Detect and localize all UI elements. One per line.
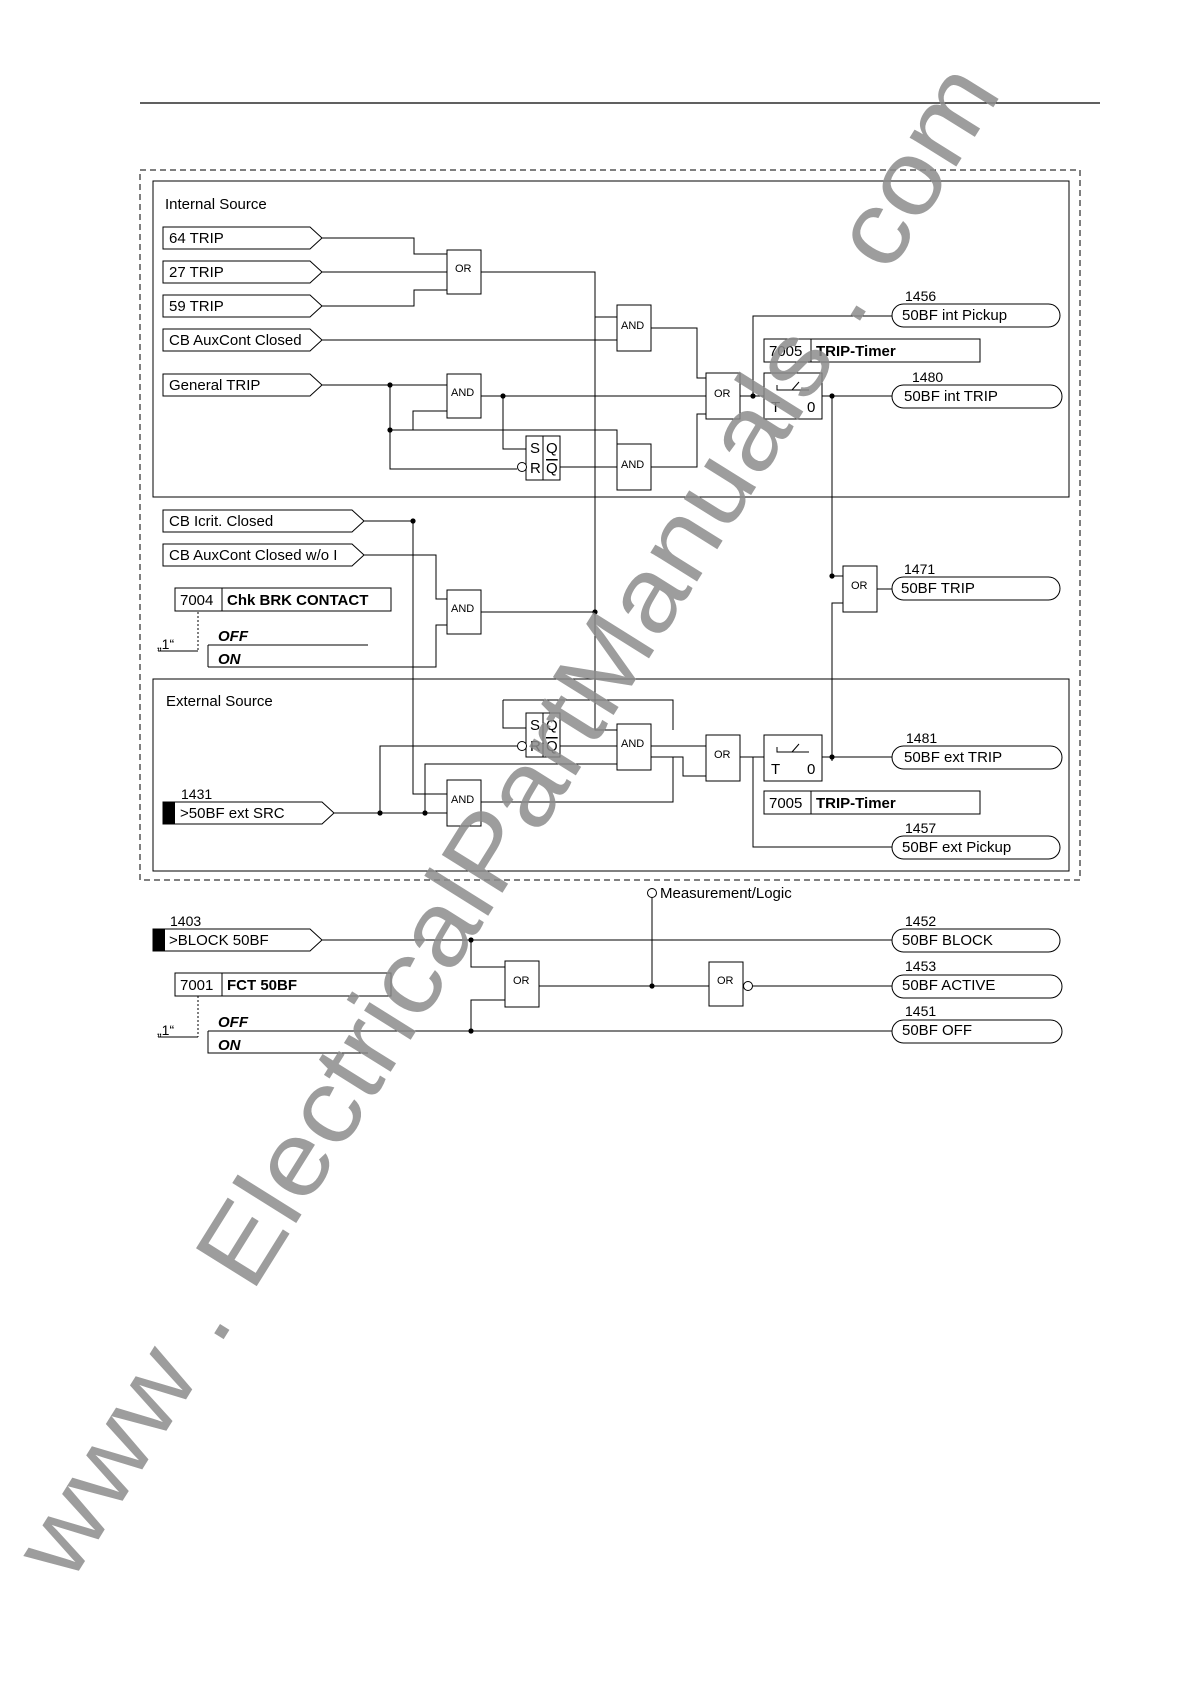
or-label-1: OR <box>455 263 472 275</box>
input-tag-cb-auxcont-wo <box>162 543 365 567</box>
function-frame <box>139 169 1081 881</box>
and-gate-external-1 <box>616 723 652 771</box>
and-label-3: AND <box>621 459 644 471</box>
external-source-box <box>152 678 1070 872</box>
ff-ext-s: S <box>530 717 540 734</box>
chk-brk-contact-setting <box>174 587 392 612</box>
or-label-meas-1: OR <box>513 975 530 987</box>
or-label-meas-2: OR <box>717 975 734 987</box>
or-gate-meas-2 <box>708 961 744 1007</box>
label-27-trip: 27 TRIP <box>169 264 224 281</box>
and-label-ext-2: AND <box>451 794 474 806</box>
input-tag-59-trip <box>162 294 323 318</box>
label-cb-auxcont: CB AuxCont Closed <box>169 332 302 349</box>
input-tag-cb-auxcont <box>162 328 323 352</box>
or-label-trip: OR <box>851 580 868 592</box>
ff-int-s: S <box>530 440 540 457</box>
ff-int-r: R <box>530 460 541 477</box>
timer-ext-num: 7005 <box>769 795 802 812</box>
timer-external <box>763 734 823 782</box>
trip-label: 50BF TRIP <box>901 580 975 597</box>
or-gate-meas-1 <box>504 960 540 1008</box>
on-2: ON <box>218 1037 242 1054</box>
ext-pickup-num: 1457 <box>905 820 936 836</box>
timer-int-t: T <box>771 399 780 416</box>
ff-int-qbar: Q <box>546 460 558 477</box>
off-out-num: 1451 <box>905 1003 936 1019</box>
label-block-num: 1403 <box>170 913 201 929</box>
off-out-label: 50BF OFF <box>902 1022 972 1039</box>
timer-setting-internal <box>763 338 981 363</box>
chk-num: 7004 <box>180 592 213 609</box>
int-pickup-label: 50BF int Pickup <box>902 307 1007 324</box>
int-trip-label: 50BF int TRIP <box>904 388 998 405</box>
external-source-title: External Source <box>166 693 273 710</box>
active-label: 50BF ACTIVE <box>902 977 995 994</box>
ext-trip-label: 50BF ext TRIP <box>904 749 1002 766</box>
const-one-2: „1“ <box>157 1022 174 1038</box>
or-label-ext: OR <box>714 749 731 761</box>
timer-ext-label: TRIP-Timer <box>816 795 896 812</box>
and-label-ext-1: AND <box>621 738 644 750</box>
timer-int-zero: 0 <box>807 399 815 416</box>
internal-source-box <box>152 180 1070 498</box>
and-gate-external-2 <box>446 779 482 827</box>
ext-pickup-label: 50BF ext Pickup <box>902 839 1011 856</box>
fct-label: FCT 50BF <box>227 977 297 994</box>
label-general-trip: General TRIP <box>169 377 260 394</box>
ff-ext-q: Q <box>546 717 558 734</box>
label-cb-icrit: CB Icrit. Closed <box>169 513 273 530</box>
label-ext-src: >50BF ext SRC <box>180 805 285 822</box>
measurement-logic-label: Measurement/Logic <box>660 885 792 902</box>
const-one-1: „1“ <box>157 636 174 652</box>
input-tag-cb-icrit <box>162 509 365 533</box>
int-trip-num: 1480 <box>912 369 943 385</box>
internal-source-title: Internal Source <box>165 196 267 213</box>
off-1: OFF <box>218 628 249 645</box>
block-out-num: 1452 <box>905 913 936 929</box>
active-num: 1453 <box>905 958 936 974</box>
timer-ext-t: T <box>771 761 780 778</box>
junctions <box>377 382 835 1034</box>
label-cb-auxcont-wo: CB AuxCont Closed w/o I <box>169 547 337 564</box>
and-label-2: AND <box>451 387 474 399</box>
fct-50bf-setting <box>174 972 392 997</box>
on-1: ON <box>218 651 242 668</box>
off-2: OFF <box>218 1014 249 1031</box>
timer-int-label: TRIP-Timer <box>816 343 896 360</box>
ff-int-q: Q <box>546 440 558 457</box>
and-label-middle: AND <box>451 603 474 615</box>
fct-num: 7001 <box>180 977 213 994</box>
timer-ext-zero: 0 <box>807 761 815 778</box>
timer-int-num: 7005 <box>769 343 802 360</box>
label-59-trip: 59 TRIP <box>169 298 224 315</box>
timer-setting-external <box>763 790 981 815</box>
input-tag-64-trip <box>162 226 323 250</box>
or-gate-external <box>705 734 741 782</box>
block-out-label: 50BF BLOCK <box>902 932 993 949</box>
input-tag-general-trip <box>162 373 323 397</box>
ff-ext-qbar: Q <box>546 738 558 755</box>
chk-label: Chk BRK CONTACT <box>227 592 368 609</box>
label-block: >BLOCK 50BF <box>169 932 269 949</box>
label-64-trip: 64 TRIP <box>169 230 224 247</box>
ff-ext-r: R <box>530 738 541 755</box>
label-ext-src-num: 1431 <box>181 786 212 802</box>
trip-num: 1471 <box>904 561 935 577</box>
or-label-2: OR <box>714 388 731 400</box>
input-tag-27-trip <box>162 260 323 284</box>
ext-trip-num: 1481 <box>906 730 937 746</box>
and-label-1: AND <box>621 320 644 332</box>
int-pickup-num: 1456 <box>905 288 936 304</box>
